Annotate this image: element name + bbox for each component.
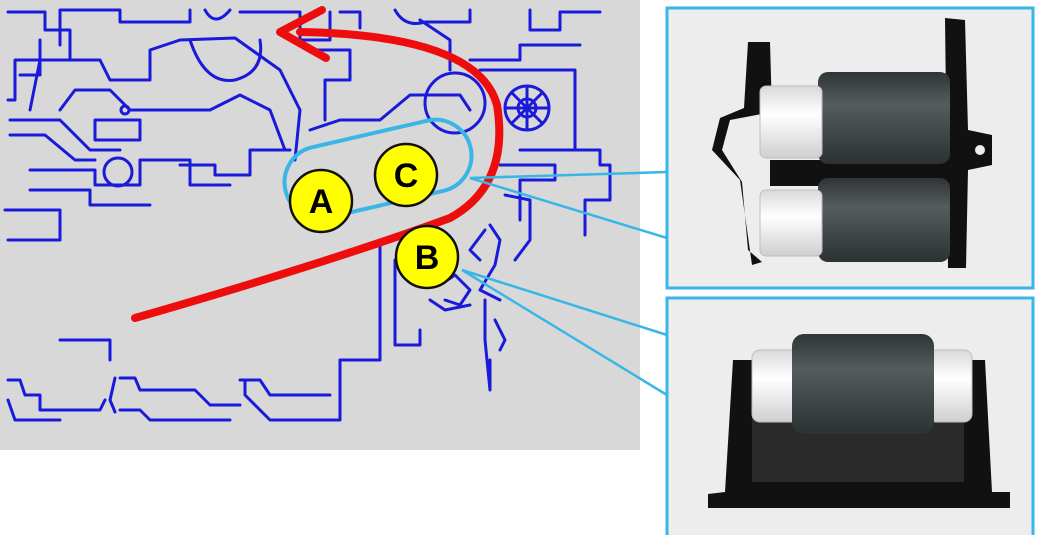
- upper-rubber-roller: [818, 72, 950, 164]
- lower-rubber-roller: [818, 178, 950, 262]
- callout-line-b-lower: [461, 268, 668, 397]
- frame-hole-right: [975, 145, 985, 155]
- label-b: B: [415, 239, 440, 277]
- label-a: A: [309, 183, 334, 221]
- schematic-linework: [3, 8, 612, 422]
- label-c-marker: C: [373, 142, 439, 208]
- callout-line-c-upper: [469, 170, 668, 180]
- photo-pickup-roller-assembly: [665, 6, 1035, 290]
- assembly-frame-left: [712, 42, 772, 265]
- callout-line-b-upper: [461, 268, 668, 337]
- photo-2-border: [665, 296, 1035, 535]
- assembly-frame-right: [945, 18, 992, 268]
- paper-path-arrow: [131, 28, 504, 322]
- photo-1-border: [665, 6, 1035, 290]
- callout-lines: [461, 170, 668, 397]
- roller-pair-highlight: [282, 117, 474, 221]
- photo-separation-roller: [665, 296, 1035, 535]
- separation-right-bushing: [927, 349, 973, 423]
- callout-line-c-lower: [469, 176, 668, 240]
- label-b-marker: B: [394, 224, 460, 290]
- label-a-marker: A: [288, 168, 354, 234]
- lower-gear-bushing: [759, 189, 823, 257]
- upper-gear-bushing: [759, 85, 823, 159]
- printer-schematic: [0, 0, 640, 450]
- paper-path-arrowhead: [276, 6, 330, 62]
- label-c: C: [394, 157, 419, 195]
- frame-hole-left: [729, 145, 739, 155]
- separation-rubber-roller: [792, 334, 934, 434]
